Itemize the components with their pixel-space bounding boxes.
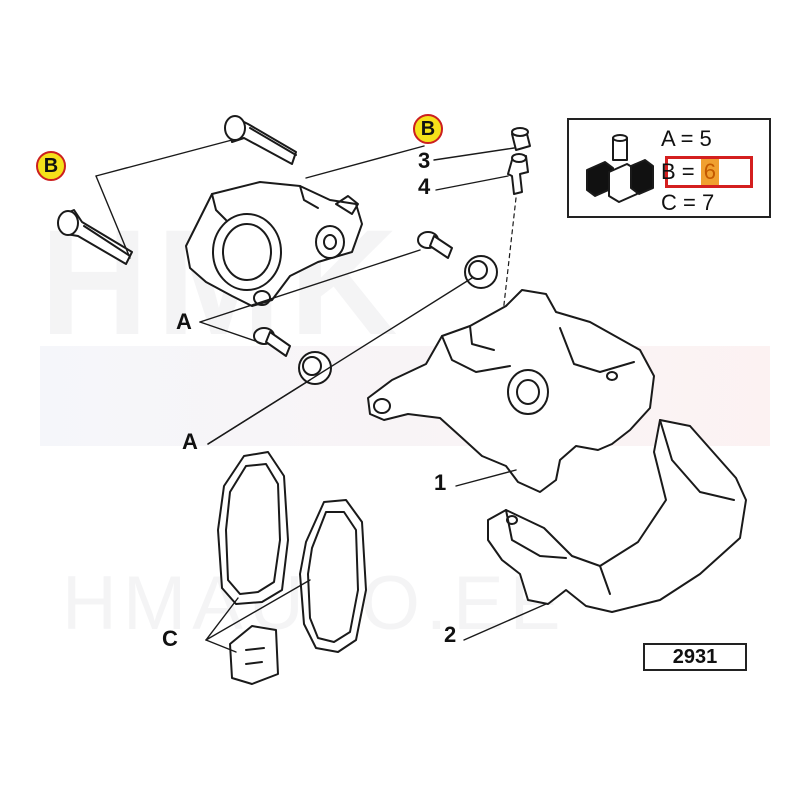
legend-row-c: C = 7 (661, 190, 714, 216)
callout-4: 4 (418, 174, 431, 199)
legend-highlight (665, 156, 753, 188)
callout-a-lower: A (182, 429, 198, 454)
callout-c: C (162, 626, 178, 651)
brake-pad-left (217, 451, 289, 605)
guide-bolt-upper (224, 115, 297, 165)
reference-number: 2931 (643, 643, 747, 671)
guide-bolt-lower (57, 209, 133, 265)
legend-b-label: B = (661, 159, 695, 184)
legend-row-b: B = 6 (661, 159, 720, 185)
bolt-a-upper (417, 231, 453, 259)
callout-a-upper: A (176, 309, 192, 334)
callout-badge-b-left: B (36, 151, 66, 181)
tools-icon (586, 134, 654, 203)
caliper-bracket (487, 419, 747, 613)
legend-a-label: A = (661, 126, 694, 151)
bushing-a-upper (464, 255, 498, 289)
callout-3: 3 (418, 148, 431, 173)
legend-c-value: 7 (701, 190, 715, 215)
caliper-housing (185, 181, 363, 307)
bushing-a-lower (298, 351, 332, 385)
brake-pad-right (299, 499, 367, 653)
bleeder-screw (507, 153, 529, 195)
leader-lines (95, 139, 547, 653)
callout-2: 2 (444, 622, 457, 647)
legend-b-value: 6 (700, 159, 720, 185)
caliper-body (367, 289, 655, 493)
bleeder-cap (511, 127, 531, 151)
callout-1: 1 (434, 470, 447, 495)
callout-badge-b-top: B (413, 114, 443, 144)
anti-rattle-clip (229, 625, 279, 685)
legend-a-value: 5 (699, 126, 712, 151)
legend-row-a: A = 5 (661, 126, 712, 152)
tool-legend: A = 5 B = 6 C = 7 (567, 118, 771, 218)
legend-c-label: C = (661, 190, 696, 215)
